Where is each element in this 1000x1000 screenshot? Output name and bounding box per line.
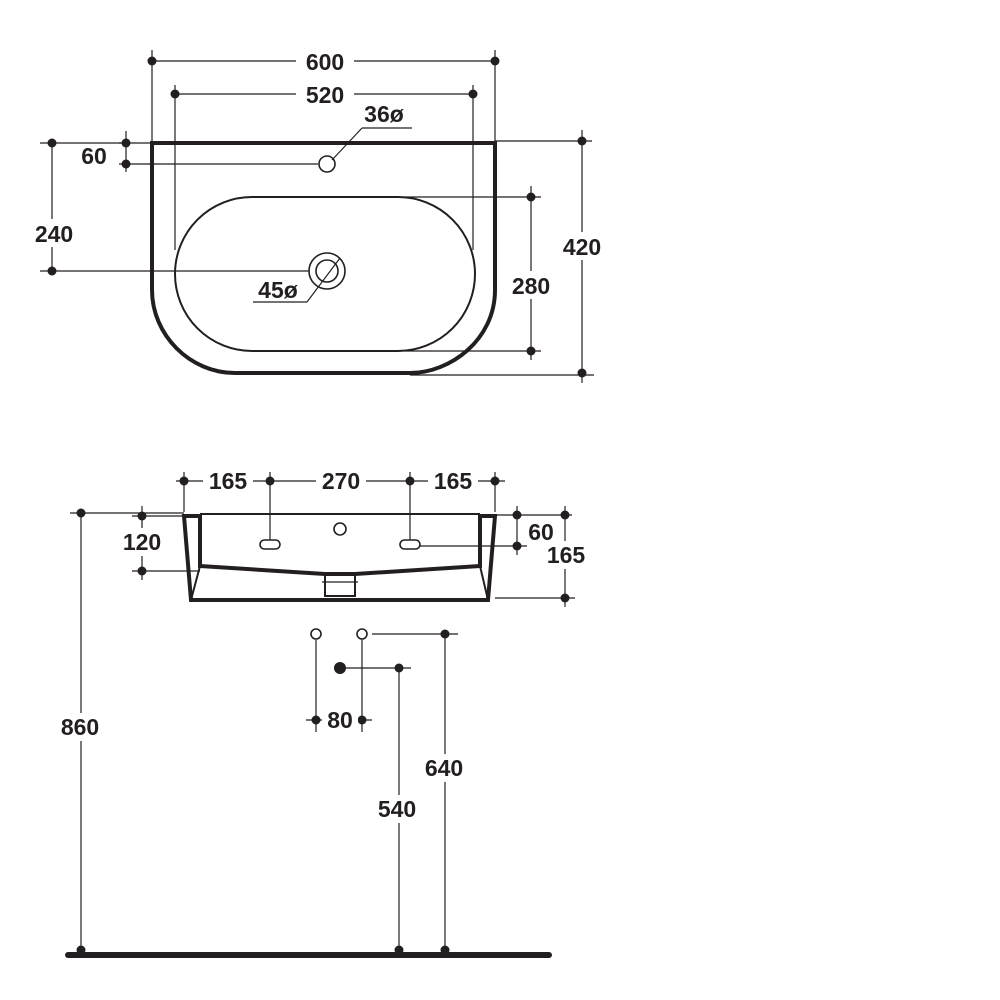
supply-left-icon bbox=[310, 628, 322, 640]
dim-label-36: 36ø bbox=[364, 101, 404, 127]
dim-dot bbox=[577, 368, 587, 378]
dim-dot bbox=[526, 192, 536, 202]
label-bg bbox=[372, 795, 424, 823]
dim-dot bbox=[357, 715, 367, 725]
dim-label-540: 540 bbox=[378, 796, 416, 822]
bowl-outline bbox=[174, 196, 476, 352]
waste-outlet bbox=[324, 574, 356, 597]
overflow-slot-right-icon bbox=[399, 539, 421, 550]
dim-dot bbox=[47, 138, 57, 148]
dim-dot bbox=[405, 476, 415, 486]
dim-label-60-top: 60 bbox=[81, 143, 107, 169]
label-bg bbox=[322, 706, 358, 732]
drain-inner-icon bbox=[315, 259, 339, 283]
waste-connection-icon bbox=[334, 662, 346, 674]
dim-dot bbox=[512, 510, 522, 520]
dim-dot bbox=[394, 663, 404, 673]
tap-hole-icon bbox=[318, 155, 336, 173]
label-bg bbox=[296, 46, 354, 74]
tap-hole-front-icon bbox=[333, 522, 347, 536]
dim-dot bbox=[490, 476, 500, 486]
dim-label-60-front: 60 bbox=[528, 519, 554, 545]
dim-dot bbox=[311, 715, 321, 725]
dim-label-860: 860 bbox=[61, 714, 99, 740]
dim-dot bbox=[76, 508, 86, 518]
dim-dot bbox=[560, 510, 570, 520]
basin-inner-left bbox=[190, 565, 201, 601]
label-bg bbox=[556, 232, 608, 260]
dim-dot bbox=[440, 629, 450, 639]
supply-right-icon bbox=[356, 628, 368, 640]
dim-dot bbox=[526, 346, 536, 356]
basin-outline bbox=[150, 141, 497, 375]
dim-dot bbox=[560, 593, 570, 603]
label-bg bbox=[203, 467, 253, 495]
dim-dot bbox=[121, 159, 131, 169]
top-view: 600 520 36ø 60 240 45ø bbox=[28, 46, 608, 383]
dim-label-120: 120 bbox=[123, 529, 161, 555]
dim-label-600: 600 bbox=[306, 49, 344, 75]
dim-dot bbox=[147, 56, 157, 66]
dim-dot bbox=[47, 266, 57, 276]
dim-label-240: 240 bbox=[35, 221, 73, 247]
dim-dot bbox=[170, 89, 180, 99]
label-bg bbox=[55, 713, 107, 741]
dim-dot bbox=[137, 566, 147, 576]
dim-dot bbox=[577, 136, 587, 146]
dim-label-520: 520 bbox=[306, 82, 344, 108]
label-bg bbox=[316, 467, 366, 495]
dim-label-165-right: 165 bbox=[434, 468, 473, 494]
label-bg bbox=[28, 219, 80, 247]
dim-dot bbox=[490, 56, 500, 66]
dim-dot bbox=[512, 541, 522, 551]
dim-label-640: 640 bbox=[425, 755, 463, 781]
dim-label-270: 270 bbox=[322, 468, 360, 494]
label-bg bbox=[419, 754, 471, 782]
label-bg bbox=[505, 271, 557, 299]
dim-label-420: 420 bbox=[563, 234, 601, 260]
dim-label-280: 280 bbox=[512, 273, 550, 299]
dim-label-80: 80 bbox=[327, 707, 353, 733]
dim-dot bbox=[468, 89, 478, 99]
dim-label-165-left: 165 bbox=[209, 468, 248, 494]
dim-label-45: 45ø bbox=[258, 277, 298, 303]
leader-36 bbox=[331, 127, 363, 161]
dim-dot bbox=[137, 511, 147, 521]
label-bg bbox=[116, 528, 168, 556]
leader-45 bbox=[306, 257, 341, 303]
basin-inner-right bbox=[479, 565, 489, 601]
overflow-slot-left-icon bbox=[259, 539, 281, 550]
dim-dot bbox=[265, 476, 275, 486]
front-view: 165 270 165 120 60 165 bbox=[55, 467, 592, 958]
dim-label-165-height: 165 bbox=[547, 542, 586, 568]
dim-dot bbox=[179, 476, 189, 486]
label-bg bbox=[296, 79, 354, 107]
label-bg bbox=[428, 467, 478, 495]
label-bg bbox=[540, 541, 592, 569]
